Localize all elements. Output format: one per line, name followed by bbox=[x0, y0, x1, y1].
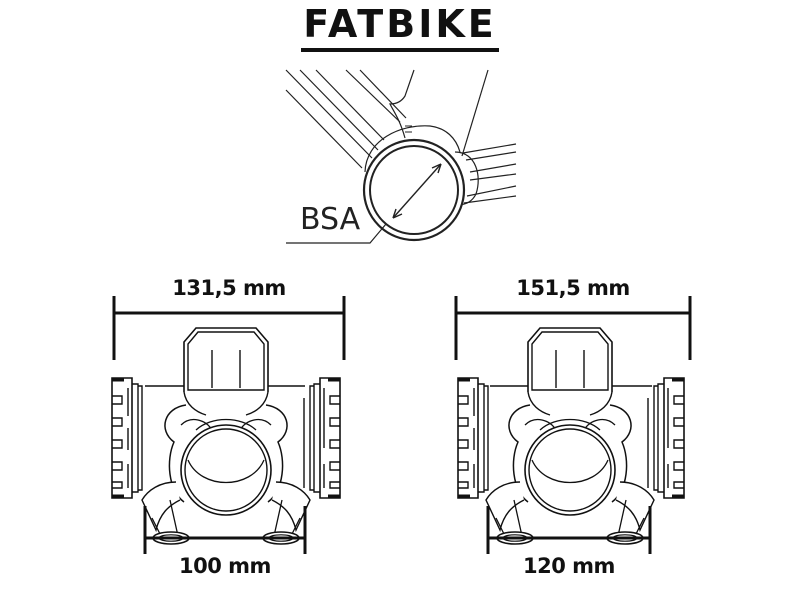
bsa-frame-detail bbox=[285, 69, 517, 244]
right-bb-shell-drawing bbox=[454, 296, 692, 554]
left-bb-shell-drawing bbox=[110, 296, 346, 554]
bsa-label: BSA bbox=[300, 202, 361, 237]
left-chainstay-spacing-label: 100 mm bbox=[179, 554, 271, 578]
diagram-title: FATBIKE bbox=[0, 2, 800, 52]
left-shell-width-label: 131,5 mm bbox=[172, 276, 286, 300]
title-text: FATBIKE bbox=[301, 2, 499, 52]
right-chainstay-spacing-label: 120 mm bbox=[523, 554, 615, 578]
right-shell-width-label: 151,5 mm bbox=[516, 276, 630, 300]
